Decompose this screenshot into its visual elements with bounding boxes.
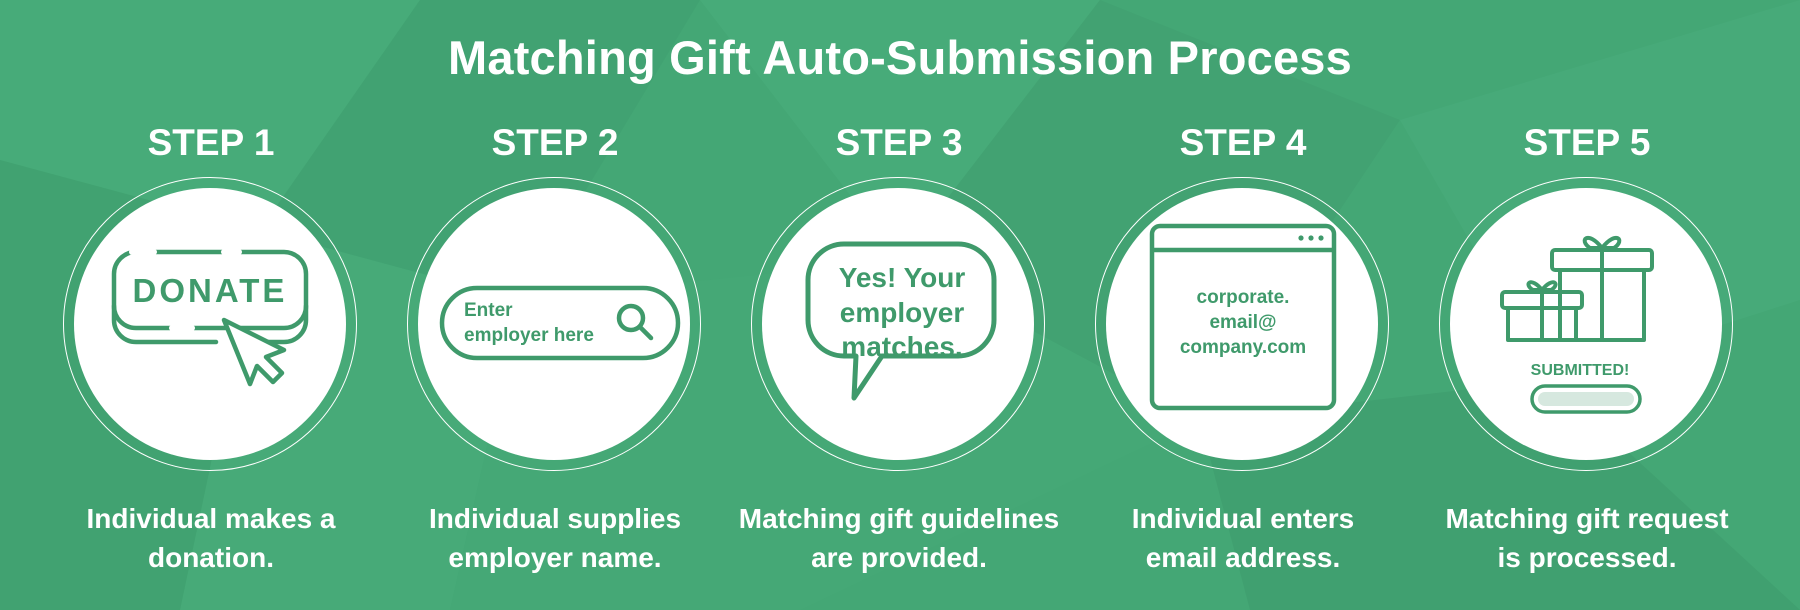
donate-button-cursor-icon: DONATE <box>111 249 309 387</box>
step-label: STEP 1 <box>147 122 275 163</box>
employer-search-field-icon: Enter employer here <box>439 285 681 361</box>
progress-bar-outline <box>1530 384 1642 414</box>
icon-text: company.com <box>1180 337 1306 358</box>
step-ring <box>751 177 1045 471</box>
step-disc: DONATE <box>74 188 346 460</box>
step-4: STEP 4 corporate. email@ company.com Ind… <box>1078 118 1408 573</box>
icon-text: employer here <box>464 325 594 346</box>
icon-text: matches. <box>841 331 962 362</box>
icon-text: SUBMITTED! <box>1531 362 1630 379</box>
step-ring <box>1095 177 1389 471</box>
caption-line: Matching gift request <box>1445 503 1729 534</box>
icon-text: employer <box>840 297 965 328</box>
icon-text: email@ <box>1209 312 1276 333</box>
diagram-title: Matching Gift Auto-Submission Process <box>448 31 1352 84</box>
step-caption: Individual enters email address. <box>1068 499 1418 577</box>
caption-line: Matching gift guidelines <box>738 503 1060 534</box>
step-caption: Matching gift request is processed. <box>1412 499 1762 577</box>
caption-line: email address. <box>1145 542 1341 573</box>
caption-line: Individual makes a <box>86 503 336 534</box>
step-label: STEP 2 <box>491 122 619 163</box>
browser-window-email-icon: corporate. email@ company.com <box>1149 223 1337 411</box>
speech-bubble-icon: Yes! Your employer matches. <box>805 241 997 401</box>
step-ring <box>1439 177 1733 471</box>
icon-text: corporate. <box>1197 287 1290 308</box>
step-5: STEP 5 SUBMITTED! <box>1422 118 1752 573</box>
gift-boxes-submitted-icon: SUBMITTED! <box>1500 235 1654 414</box>
step-label: STEP 4 <box>1179 122 1307 163</box>
caption-line: employer name. <box>448 542 662 573</box>
progress-bar-fill <box>1538 392 1634 406</box>
step-disc: Yes! Your employer matches. <box>762 188 1034 460</box>
step-label: STEP 3 <box>835 122 963 163</box>
step-ring <box>407 177 701 471</box>
step-label: STEP 5 <box>1523 122 1651 163</box>
icon-text: DONATE <box>133 272 288 309</box>
step-disc: SUBMITTED! <box>1450 188 1722 460</box>
caption-line: Individual supplies <box>428 503 682 534</box>
caption-line: is processed. <box>1497 542 1677 573</box>
icon-text: Yes! Your <box>839 262 966 293</box>
caption-line: Individual enters <box>1131 503 1355 534</box>
step-caption: Individual makes a donation. <box>36 499 386 577</box>
step-3: STEP 3 Yes! Your employer matches. Match… <box>734 118 1064 573</box>
step-caption: Individual supplies employer name. <box>380 499 730 577</box>
caption-line: donation. <box>148 542 274 573</box>
step-caption: Matching gift guidelines are provided. <box>724 499 1074 577</box>
icon-text: Enter <box>464 300 513 321</box>
step-1: STEP 1 DONATE Individual makes a donatio… <box>46 118 376 573</box>
step-disc: Enter employer here <box>418 188 690 460</box>
caption-line: are provided. <box>811 542 987 573</box>
step-disc: corporate. email@ company.com <box>1106 188 1378 460</box>
step-2: STEP 2 Enter employer here Individual su… <box>390 118 720 573</box>
step-ring <box>63 177 357 471</box>
